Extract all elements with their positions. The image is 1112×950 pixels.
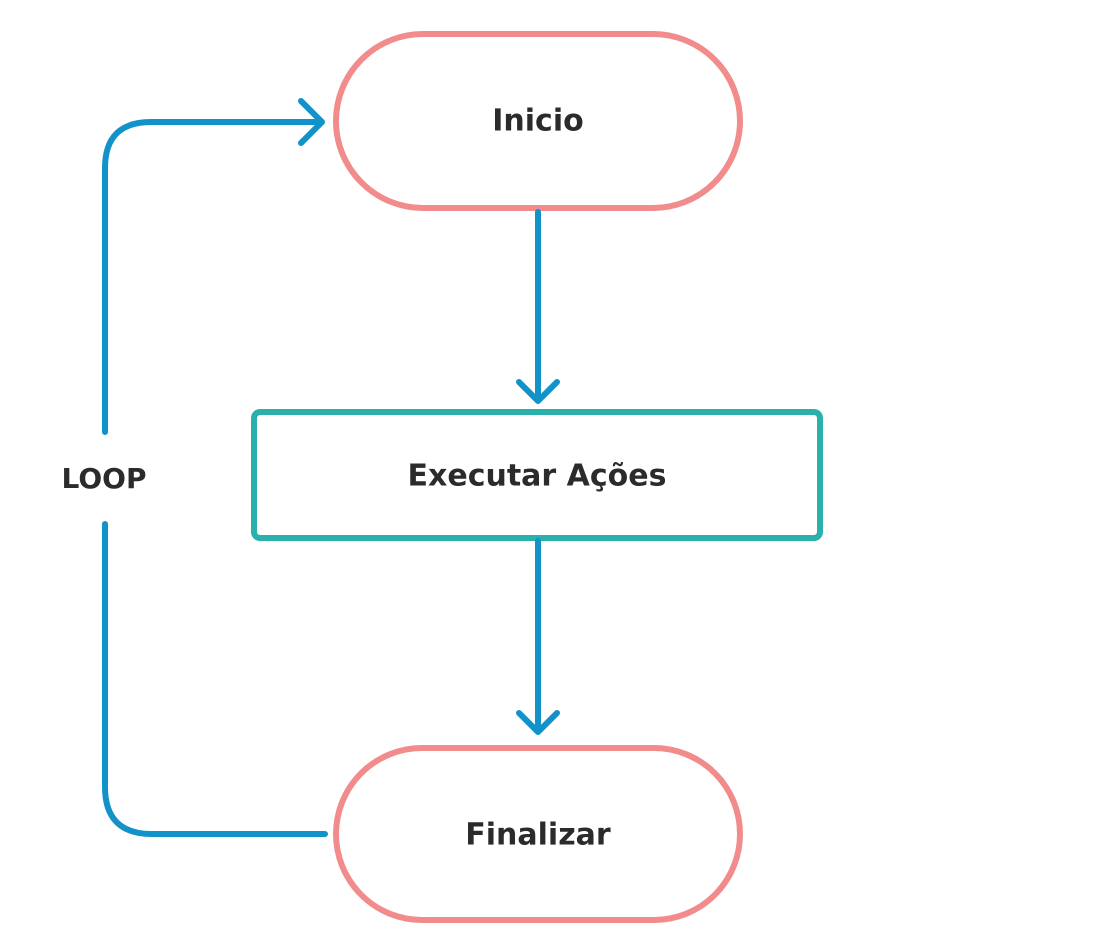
process-node-shape — [251, 409, 823, 541]
end-node-shape — [333, 745, 743, 923]
loop-connector-arrowhead — [298, 98, 325, 146]
loop-connector — [102, 98, 328, 837]
start-node-label: Inicio — [492, 104, 583, 139]
loop-connector-upper-path — [102, 119, 323, 435]
process-node: Executar Ações — [251, 409, 823, 541]
process-node-label: Executar Ações — [408, 459, 667, 494]
loop-label: LOOP — [62, 462, 147, 495]
end-node: Finalizar — [333, 745, 743, 923]
end-node-label: Finalizar — [465, 818, 611, 853]
start-node: Inicio — [333, 31, 743, 211]
loop-connector-lower-path — [102, 521, 328, 837]
arrow-start-to-process-head — [516, 379, 560, 404]
start-node-shape — [333, 31, 743, 211]
arrow-process-to-end — [516, 538, 560, 735]
arrow-start-to-process — [516, 209, 560, 404]
arrow-process-to-end-head — [516, 710, 560, 735]
